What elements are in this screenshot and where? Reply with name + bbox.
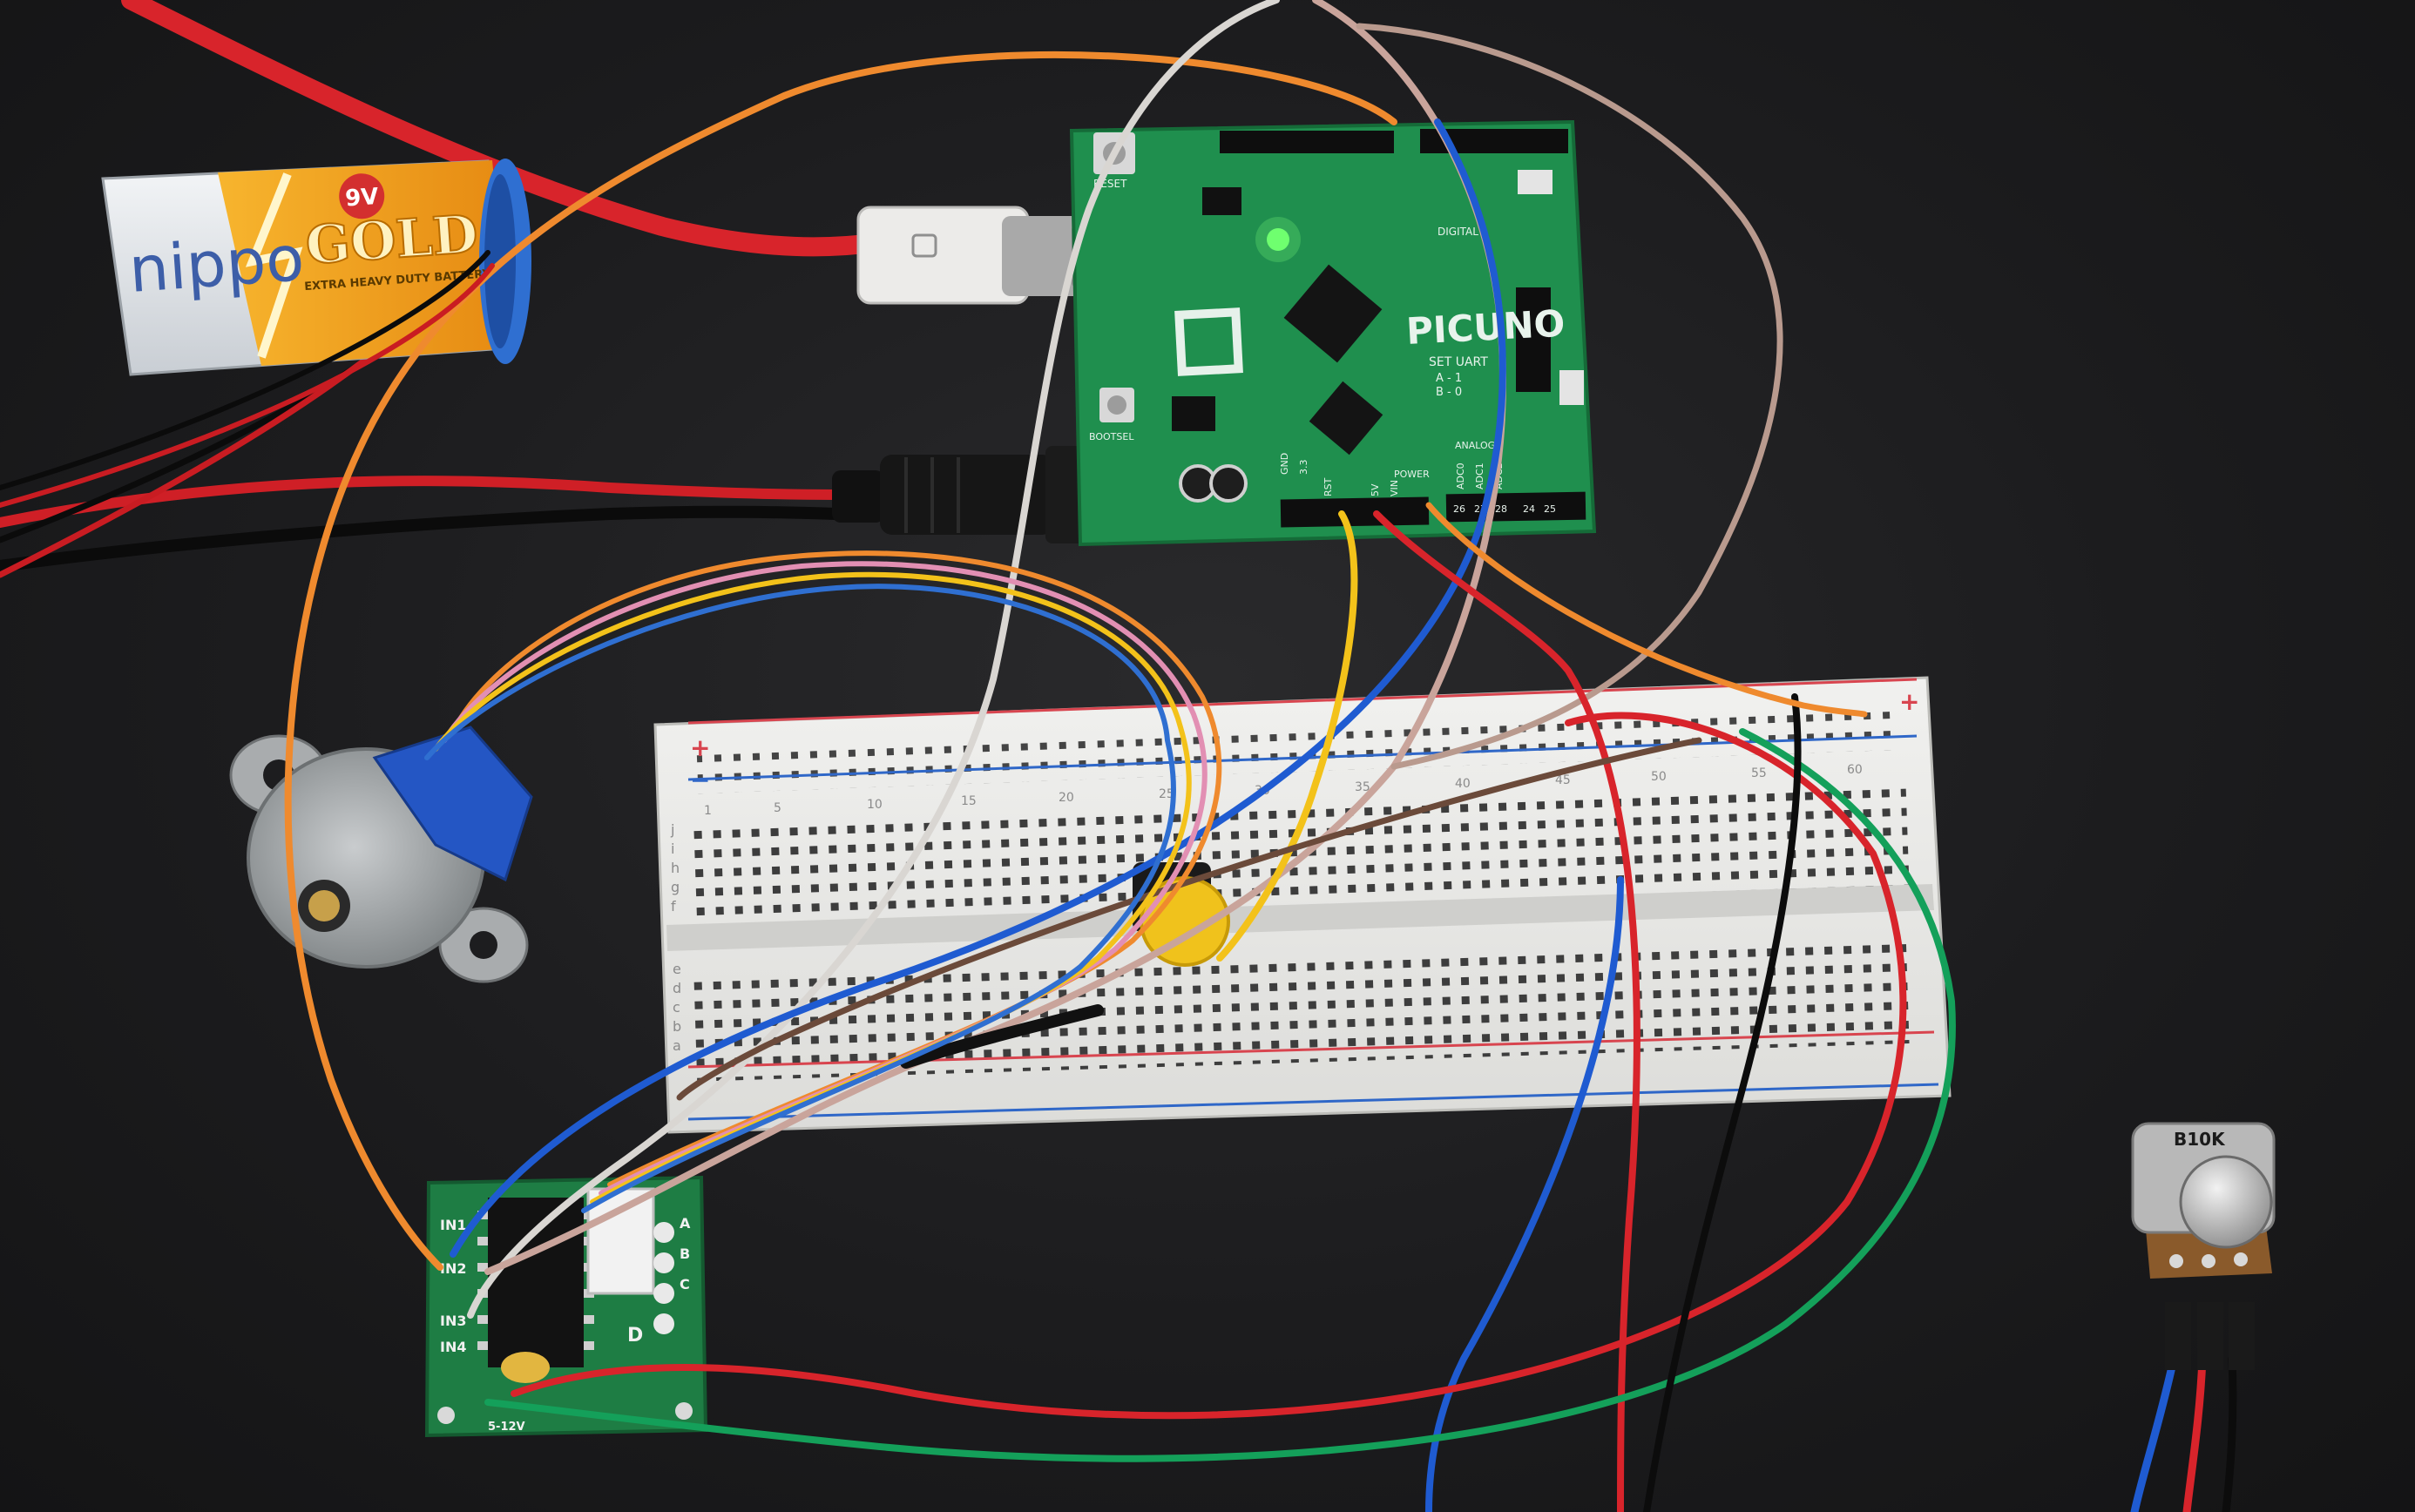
breadboard-rail-plus: + [690, 733, 710, 762]
board-pin-rst: RST [1322, 477, 1334, 496]
bb-row-e: e [673, 961, 681, 977]
bb-col-25: 25 [1159, 787, 1174, 801]
driver-in2: IN2 [440, 1260, 466, 1277]
bb-col-15: 15 [961, 794, 977, 808]
breadboard-rail-minus: − [690, 766, 710, 794]
board-pin-5v: 5V [1370, 483, 1381, 496]
bb-col-5: 5 [774, 801, 781, 815]
battery-brand: nippo [126, 221, 306, 307]
bb-col-45: 45 [1555, 773, 1571, 787]
board-gpio-24: 24 [1523, 503, 1535, 515]
board-gpio-26: 26 [1453, 503, 1465, 515]
driver-supply: 5-12V [488, 1421, 525, 1434]
breadboard-rail-plus-right: + [1899, 687, 1919, 716]
picuno-board: PICUNO RESET BOOTSEL SET UART A - 1 B - … [1069, 119, 1597, 547]
pot-marking: B10K [2174, 1129, 2226, 1150]
bb-col-10: 10 [867, 798, 883, 812]
battery-voltage: 9V [344, 184, 379, 213]
board-adc1: ADC1 [1474, 462, 1485, 489]
driver-in3: IN3 [440, 1313, 466, 1329]
bb-row-g: g [671, 879, 680, 895]
bb-row-i: i [671, 840, 674, 857]
battery-series: GOLD [304, 204, 480, 277]
bb-col-60: 60 [1847, 763, 1863, 777]
board-uart-a: A - 1 [1436, 372, 1462, 385]
driver-in1: IN1 [440, 1217, 466, 1233]
board-pin-33: 3.3 [1298, 460, 1309, 476]
board-digital-label: DIGITAL [1438, 226, 1478, 238]
bb-col-55: 55 [1751, 766, 1767, 780]
bb-row-h: h [671, 860, 680, 876]
driver-led-a: A [680, 1215, 691, 1232]
bb-row-f: f [671, 898, 676, 915]
board-power-label: POWER [1394, 469, 1430, 480]
driver-led-c: C [680, 1276, 690, 1293]
bb-col-1: 1 [704, 804, 712, 818]
battery-9v: nippo 9V GOLD EXTRA HEAVY DUTY BATTERY [101, 159, 531, 376]
bb-row-d: d [673, 980, 681, 996]
uln2003-driver: IN1 IN2 IN3 IN4 A B C D 5-12V [424, 1175, 708, 1438]
bb-col-50: 50 [1651, 770, 1667, 784]
board-boot-label: BOOTSEL [1089, 431, 1134, 442]
bb-row-a: a [673, 1037, 681, 1054]
board-uart-label: SET UART [1429, 355, 1488, 369]
bb-row-c: c [673, 999, 680, 1016]
board-gpio-28: 28 [1495, 503, 1507, 515]
bb-col-40: 40 [1455, 777, 1471, 791]
bb-col-35: 35 [1355, 780, 1370, 794]
board-pin-gnd: GND [1279, 453, 1290, 475]
driver-in4: IN4 [440, 1339, 466, 1355]
bb-row-j: j [670, 821, 674, 838]
board-analog-label: ANALOG [1455, 440, 1495, 451]
board-name: PICUNO [1405, 302, 1566, 353]
board-uart-b: B - 0 [1436, 386, 1462, 399]
driver-led-b: B [680, 1245, 690, 1262]
jumper-wires [0, 0, 2237, 1512]
driver-led-d: D [627, 1325, 643, 1347]
board-adc0: ADC0 [1455, 462, 1466, 489]
stepper-motor [229, 726, 533, 983]
breadboard-row-letters: j i h g f e d c b a [670, 821, 681, 1054]
breadboard: + + − 1 5 10 15 20 25 30 35 40 45 50 55 … [653, 676, 1952, 1134]
potentiometer: B10K [2131, 1122, 2276, 1370]
board-gpio-25: 25 [1544, 503, 1556, 515]
bb-col-20: 20 [1059, 791, 1074, 805]
bb-row-b: b [673, 1018, 681, 1035]
board-pin-vin: VIN [1389, 480, 1400, 496]
